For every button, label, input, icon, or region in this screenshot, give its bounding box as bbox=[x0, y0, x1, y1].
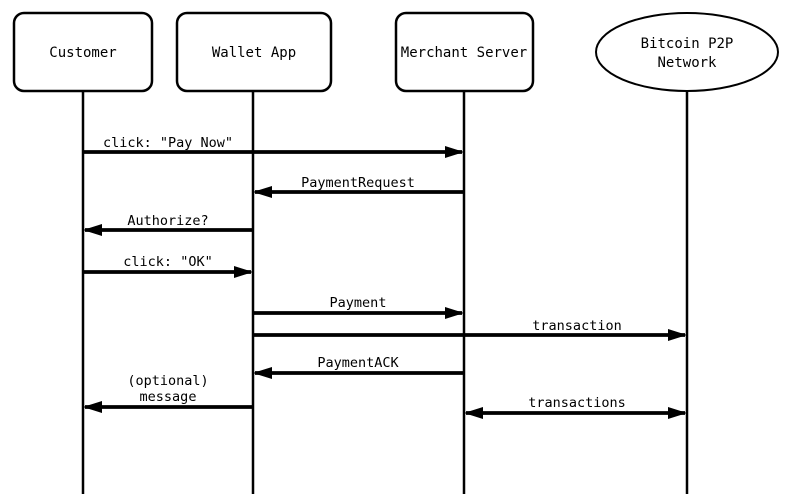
arrowhead-right-icon bbox=[668, 407, 687, 419]
actor-ellipse-bitcoin-network bbox=[595, 12, 779, 92]
actor-label-bitcoin-network-line1: Bitcoin P2P bbox=[641, 36, 734, 52]
message-label-payment-request: PaymentRequest bbox=[301, 175, 415, 191]
actor-box-wallet-app bbox=[175, 11, 333, 93]
message-label-payment: Payment bbox=[330, 295, 387, 311]
actor-box-customer bbox=[12, 11, 154, 93]
message-label-click-ok: click: "OK" bbox=[123, 254, 212, 270]
actor-label-bitcoin-network-line2: Network bbox=[657, 55, 717, 71]
message-label-optional-message-line1: (optional) bbox=[127, 373, 208, 389]
arrowhead-right-icon bbox=[445, 146, 464, 158]
arrowhead-left-icon bbox=[464, 407, 483, 419]
message-label-authorize: Authorize? bbox=[127, 213, 208, 229]
arrowhead-left-icon bbox=[253, 367, 272, 379]
message-label-click-pay-now: click: "Pay Now" bbox=[103, 135, 233, 151]
message-label-optional-message-line2: message bbox=[140, 389, 197, 405]
actor-box-merchant-server bbox=[394, 11, 535, 93]
actor-label-wallet-app: Wallet App bbox=[212, 45, 296, 61]
arrowhead-left-icon bbox=[253, 186, 272, 198]
arrowhead-right-icon bbox=[668, 329, 687, 341]
message-label-transaction: transaction bbox=[532, 318, 621, 334]
arrowhead-left-icon bbox=[83, 401, 102, 413]
arrowhead-left-icon bbox=[83, 224, 102, 236]
arrowhead-right-icon bbox=[445, 307, 464, 319]
message-label-transactions: transactions bbox=[528, 395, 626, 411]
arrowhead-right-icon bbox=[234, 266, 253, 278]
actor-label-merchant-server: Merchant Server bbox=[401, 45, 527, 61]
actor-label-customer: Customer bbox=[49, 45, 116, 61]
message-label-payment-ack: PaymentACK bbox=[317, 355, 399, 371]
